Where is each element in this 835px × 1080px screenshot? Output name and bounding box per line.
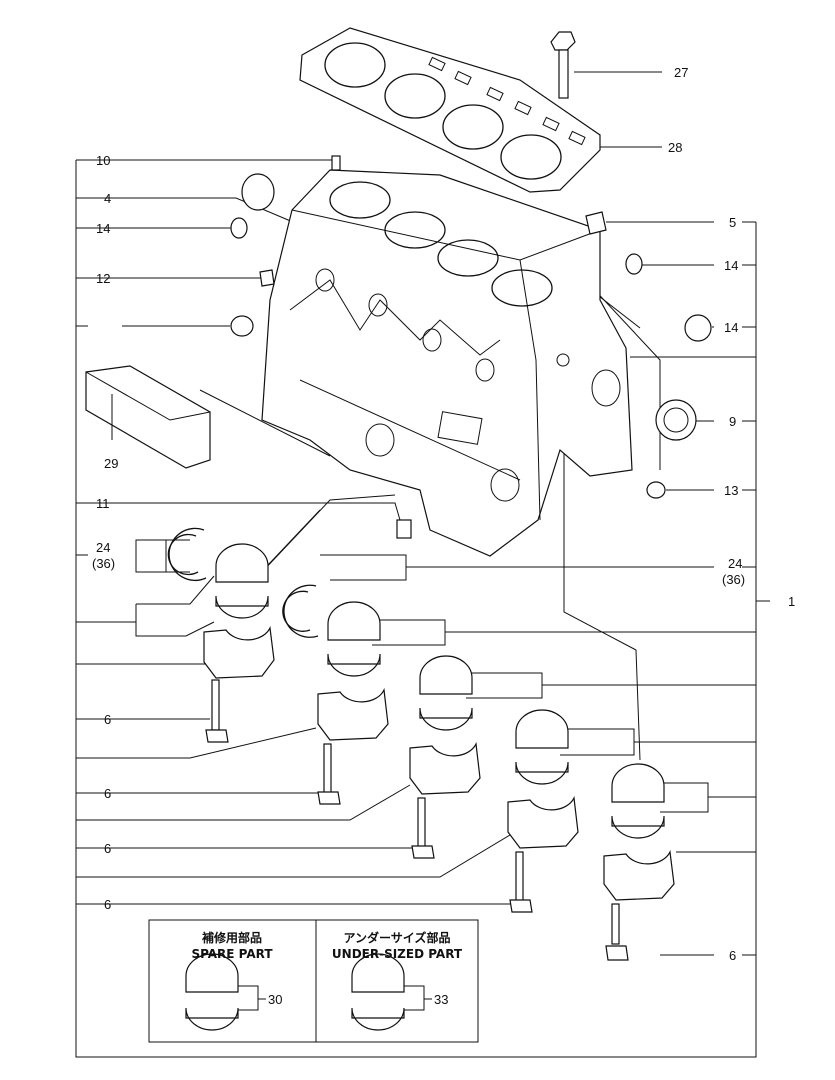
callout-6-a: 6 [104, 712, 111, 727]
callout-5: 5 [729, 215, 736, 230]
callout-28: 28 [668, 140, 682, 155]
spare-part-title-en: SPARE PART [191, 947, 273, 961]
seal-14 [684, 314, 712, 342]
callout-6-e: 6 [729, 948, 736, 963]
callout-36-right: (36) [722, 572, 745, 587]
plug-14-right [625, 253, 643, 275]
callout-11: 11 [96, 496, 110, 511]
callout-6-d: 6 [104, 897, 111, 912]
box-titles: 補修用部品 SPARE PART アンダーサイズ部品 UNDER-SIZED P… [191, 930, 462, 961]
callout-30: 30 [268, 992, 282, 1007]
callout-13: 13 [724, 483, 738, 498]
under-sized-title-en: UNDER-SIZED PART [332, 947, 463, 961]
plug-13 [646, 481, 666, 499]
head-gasket [299, 27, 601, 193]
spare-part-title-jp: 補修用部品 [201, 930, 262, 945]
plug-11 [396, 519, 412, 539]
callout-24-left: 24 [96, 540, 110, 555]
callout-6-b: 6 [104, 786, 111, 801]
callout-29: 29 [104, 456, 118, 471]
callout-36-left: (36) [92, 556, 115, 571]
bearing-set-2 [317, 601, 389, 805]
callout-labels: 27 28 10 4 14 12 5 14 14 9 13 29 11 24 (… [92, 65, 795, 1007]
callout-14-seal: 14 [724, 320, 738, 335]
plug-12 [259, 269, 275, 287]
side-cover-29 [85, 365, 211, 469]
bearing-set-5 [603, 763, 675, 961]
bearing-set-4 [507, 709, 579, 913]
dowel-pin-10 [331, 155, 341, 171]
callout-33: 33 [434, 992, 448, 1007]
under-sized-part-box [315, 919, 479, 1043]
under-sized-title-jp: アンダーサイズ部品 [344, 930, 451, 945]
callout-14-right: 14 [724, 258, 738, 273]
spare-part-box [148, 919, 317, 1043]
callout-24-right: 24 [728, 556, 742, 571]
leader-lines [76, 71, 770, 956]
seal-9 [655, 399, 697, 441]
callout-12: 12 [96, 271, 110, 286]
callout-4: 4 [104, 191, 111, 206]
plug-5 [585, 211, 607, 235]
thrust-washers [167, 527, 319, 638]
callout-14-left: 14 [96, 221, 110, 236]
callout-10: 10 [96, 153, 110, 168]
plug-4 [241, 173, 275, 211]
callout-1: 1 [788, 594, 795, 609]
small-parts [230, 155, 712, 539]
plug-14-left [230, 217, 248, 239]
head-bolt-27 [550, 31, 576, 99]
callout-27: 27 [674, 65, 688, 80]
seal-left [230, 315, 254, 337]
bearing-set-3 [409, 655, 481, 859]
callout-6-c: 6 [104, 841, 111, 856]
cylinder-block [261, 169, 633, 557]
bearing-set-1 [203, 543, 275, 743]
callout-9: 9 [729, 414, 736, 429]
